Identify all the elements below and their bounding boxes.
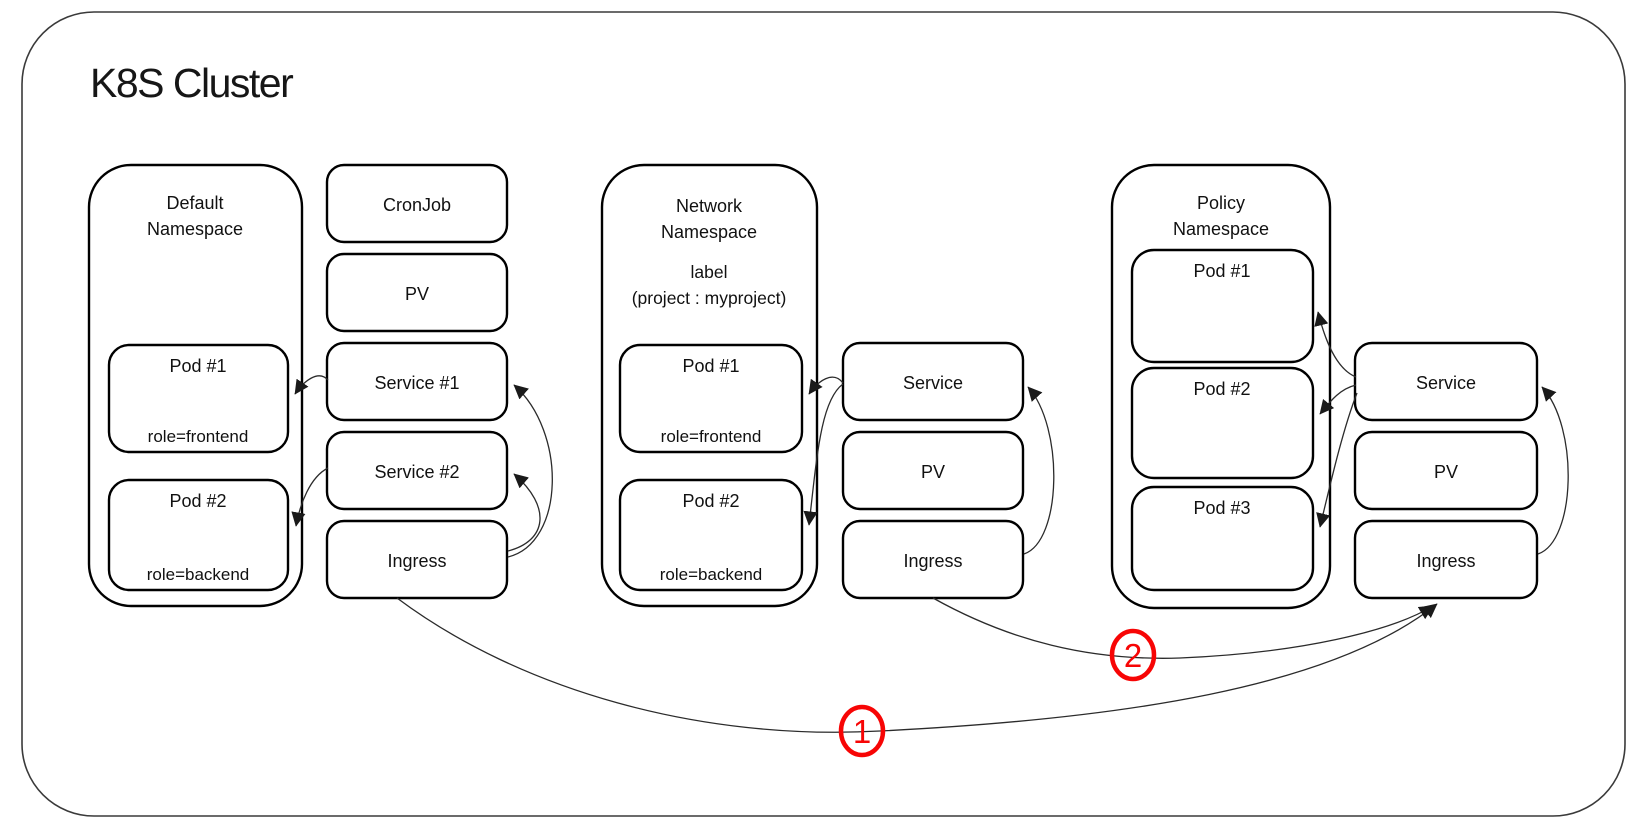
network-pod1-label: Pod #1 bbox=[682, 356, 739, 376]
cronjob-label: CronJob bbox=[383, 195, 451, 215]
arrow-service-right-to-policy-pod2 bbox=[1319, 384, 1357, 415]
service-middle-label: Service bbox=[903, 373, 963, 393]
network-namespace-selector-line2: (project : myproject) bbox=[632, 288, 787, 308]
arrow-step1-ingress-left-to-ingress-right bbox=[396, 597, 1438, 733]
policy-pod1-label: Pod #1 bbox=[1193, 261, 1250, 281]
network-namespace-group: Network Namespace label (project : mypro… bbox=[600, 163, 819, 608]
pv-right-label: PV bbox=[1434, 462, 1458, 482]
network-namespace-title-line1: Network bbox=[676, 196, 743, 216]
arrow-step2-ingress-middle-to-ingress-right bbox=[932, 597, 1434, 659]
arrow-service1-to-default-pod1 bbox=[294, 375, 329, 395]
pv-right-box bbox=[1353, 430, 1539, 511]
arrow-service-middle-to-network-pod1 bbox=[808, 376, 844, 395]
policy-pod3-box bbox=[1130, 485, 1315, 592]
service-right-label: Service bbox=[1416, 373, 1476, 393]
cronjob-box bbox=[325, 163, 509, 244]
network-namespace-title-line2: Namespace bbox=[661, 222, 757, 242]
arrow-ingress-middle-to-service-middle bbox=[1023, 386, 1055, 555]
service2-label: Service #2 bbox=[374, 462, 459, 482]
policy-pod2-label: Pod #2 bbox=[1193, 379, 1250, 399]
step1-badge-circle bbox=[838, 704, 886, 758]
network-pod2-role-label: role=backend bbox=[660, 565, 763, 584]
arrow-ingress-left-to-service2 bbox=[507, 473, 541, 552]
pv-left-box bbox=[325, 252, 509, 333]
arrow-service-middle-to-network-pod2 bbox=[803, 383, 844, 526]
ingress-right-box bbox=[1353, 519, 1539, 600]
arrows bbox=[291, 311, 1569, 733]
step2-badge-circle bbox=[1109, 628, 1157, 682]
diagram-title: K8S Cluster bbox=[90, 60, 293, 106]
network-pod1-box bbox=[618, 343, 804, 454]
policy-namespace-group: Policy Namespace Pod #1 Pod #2 Pod #3 bbox=[1110, 163, 1332, 610]
policy-pod1-box bbox=[1130, 248, 1315, 364]
policy-pod3-label: Pod #3 bbox=[1193, 498, 1250, 518]
pv-middle-box bbox=[841, 430, 1025, 511]
default-pod1-role-label: role=frontend bbox=[148, 427, 249, 446]
default-namespace-title-line1: Default bbox=[166, 193, 223, 213]
arrow-ingress-right-to-service-right bbox=[1537, 386, 1569, 555]
step2-badge-number: 2 bbox=[1124, 637, 1142, 674]
default-pod2-label: Pod #2 bbox=[169, 491, 226, 511]
ingress-left-box bbox=[325, 519, 509, 600]
ingress-right-label: Ingress bbox=[1416, 551, 1475, 571]
ingress-middle-label: Ingress bbox=[903, 551, 962, 571]
service1-label: Service #1 bbox=[374, 373, 459, 393]
pv-left-label: PV bbox=[405, 284, 429, 304]
service-right-box bbox=[1353, 341, 1539, 422]
default-namespace-title-line2: Namespace bbox=[147, 219, 243, 239]
step2-badge: 2 bbox=[1109, 628, 1157, 682]
policy-namespace-title-line1: Policy bbox=[1197, 193, 1245, 213]
network-pod2-box bbox=[618, 478, 804, 592]
arrow-service-right-to-policy-pod3 bbox=[1316, 392, 1358, 528]
service1-box bbox=[325, 341, 509, 422]
network-pod2-label: Pod #2 bbox=[682, 491, 739, 511]
network-pod1-role-label: role=frontend bbox=[661, 427, 762, 446]
arrow-service-right-to-policy-pod1 bbox=[1314, 311, 1357, 378]
pv-middle-label: PV bbox=[921, 462, 945, 482]
step1-badge-number: 1 bbox=[853, 713, 871, 750]
left-resource-column: CronJob PV Service #1 Service #2 Ingress bbox=[325, 163, 509, 600]
ingress-left-label: Ingress bbox=[387, 551, 446, 571]
network-namespace-selector-line1: label bbox=[691, 262, 728, 282]
arrow-service2-to-default-pod2 bbox=[291, 467, 329, 527]
right-resource-column: Service PV Ingress bbox=[1353, 341, 1539, 600]
default-pod1-box bbox=[107, 343, 290, 454]
middle-resource-column: Service PV Ingress bbox=[841, 341, 1025, 600]
policy-pod2-box bbox=[1130, 366, 1315, 480]
default-pod2-role-label: role=backend bbox=[147, 565, 250, 584]
service-middle-box bbox=[841, 341, 1025, 422]
arrow-ingress-left-to-service1 bbox=[507, 384, 553, 558]
step1-badge: 1 bbox=[838, 704, 886, 758]
default-pod1-label: Pod #1 bbox=[169, 356, 226, 376]
default-namespace-group: Default Namespace Pod #1 role=frontend P… bbox=[87, 163, 304, 608]
default-pod2-box bbox=[107, 478, 290, 592]
service2-box bbox=[325, 430, 509, 511]
policy-namespace-title-line2: Namespace bbox=[1173, 219, 1269, 239]
